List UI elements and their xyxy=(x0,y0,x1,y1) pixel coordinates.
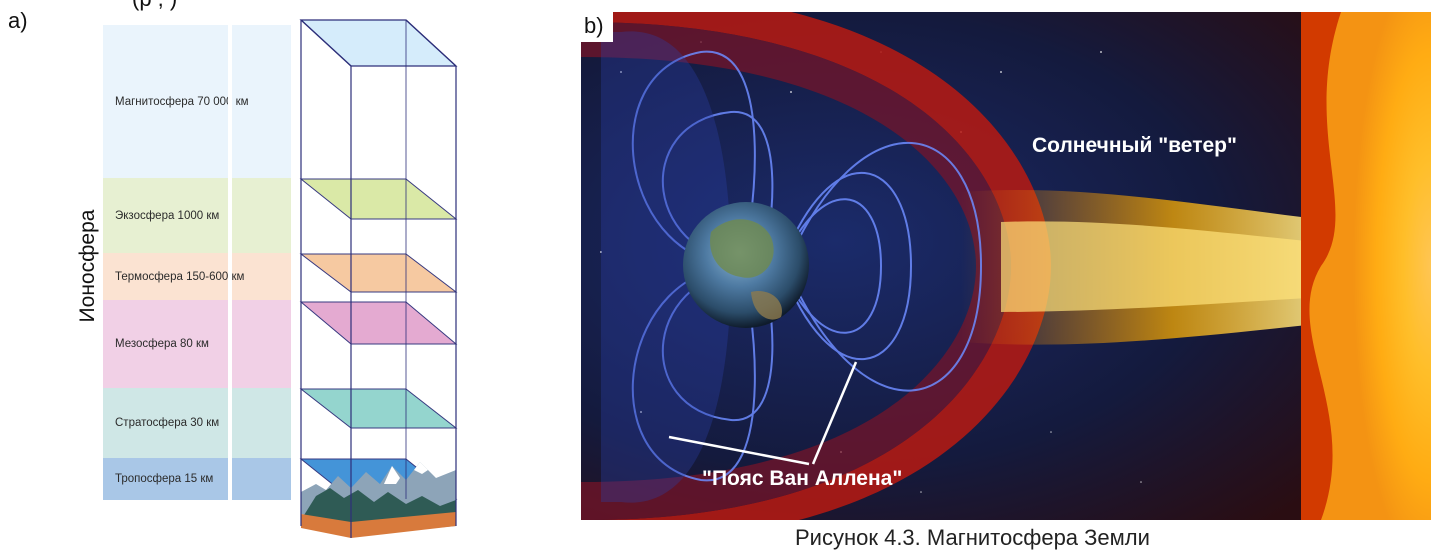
layer-plane-mesosphere xyxy=(299,301,458,345)
magnetosphere-illustration xyxy=(581,12,1431,520)
pointer-line xyxy=(811,361,858,465)
pointer-line xyxy=(668,435,810,466)
atmosphere-prism-diagram xyxy=(299,19,458,538)
layer-label: Тропосфера 15 км xyxy=(115,473,214,485)
ionosphere-label: Ионосфера xyxy=(76,209,99,323)
layer-label: Стратосфера 30 км xyxy=(115,417,220,429)
layer-plane-thermosphere xyxy=(299,253,458,293)
layer-band-stratosphere: Стратосфера 30 км xyxy=(103,388,291,458)
atmosphere-layer-column: Магнитосфера 70 000 км Экзосфера 1000 км… xyxy=(103,25,291,500)
figure-caption: Рисунок 4.3. Магнитосфера Земли xyxy=(795,525,1150,550)
panel-a-label: a) xyxy=(8,8,28,33)
layer-label: Термосфера 150-600 км xyxy=(115,270,245,283)
layer-label: Мезосфера 80 км xyxy=(115,338,209,350)
layer-band-exosphere: Экзосфера 1000 км xyxy=(103,178,291,253)
layer-band-troposphere: Тропосфера 15 км xyxy=(103,458,291,500)
layer-plane-stratosphere xyxy=(299,388,458,429)
layer-label: Магнитосфера 70 000 км xyxy=(115,95,249,108)
layer-plane-exosphere xyxy=(299,178,458,220)
van-allen-belt-label: "Пояс Ван Аллена" xyxy=(702,467,903,490)
layer-label: Экзосфера 1000 км xyxy=(115,209,220,222)
layer-band-magnetosphere: Магнитосфера 70 000 км xyxy=(103,25,291,178)
mountain-landscape-icon xyxy=(301,462,456,538)
panel-b-label: b) xyxy=(581,12,613,42)
solar-wind-label: Солнечный "ветер" xyxy=(1032,134,1237,157)
band-divider xyxy=(228,25,232,500)
prism-top-plane xyxy=(299,19,458,67)
layer-band-mesosphere: Мезосфера 80 км xyxy=(103,300,291,388)
cropped-top-text: (р , ) xyxy=(132,0,177,12)
layer-band-thermosphere: Термосфера 150-600 км xyxy=(103,253,291,300)
